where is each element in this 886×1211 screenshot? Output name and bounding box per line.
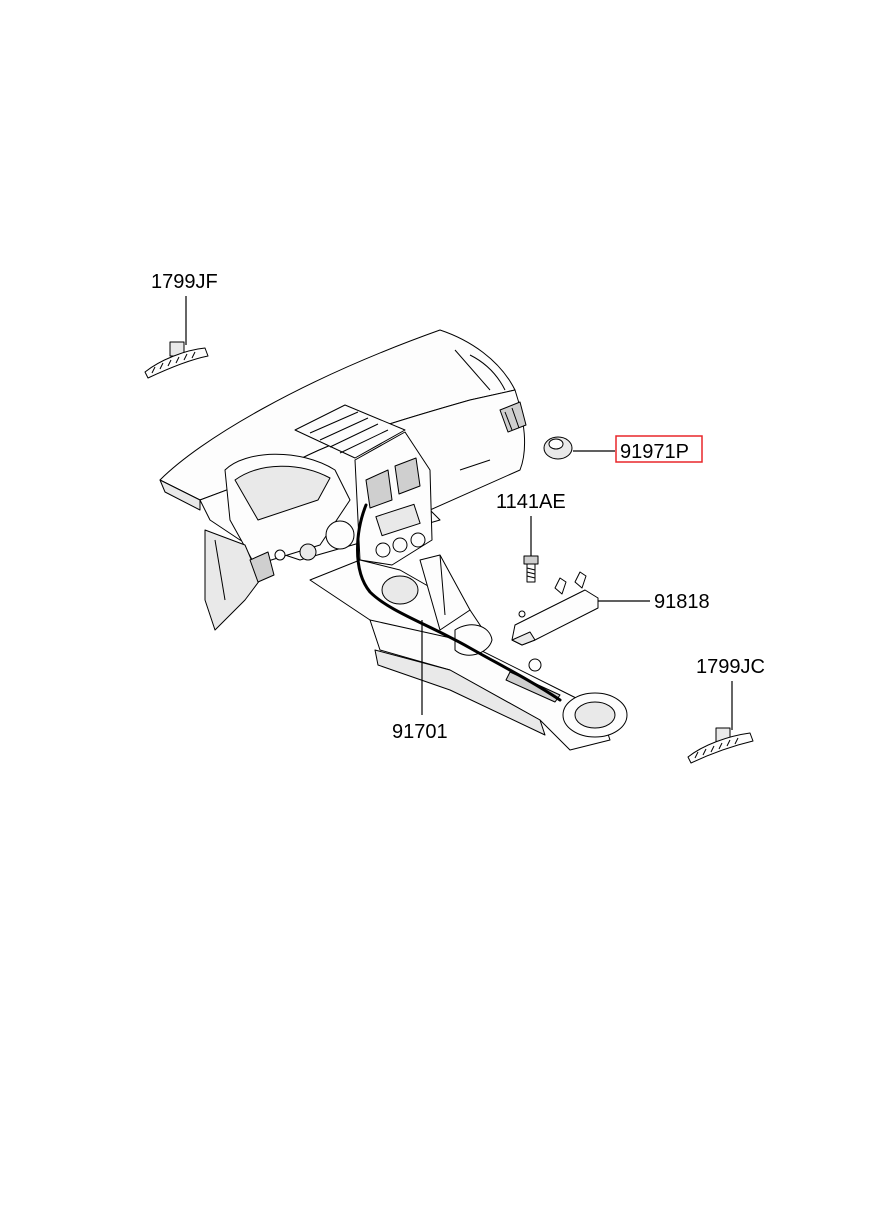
part-label-1141ae: 1141AE [496, 491, 566, 513]
part-1799jc[interactable]: 1799JC [687, 656, 765, 764]
part-91971p[interactable]: 91971P [543, 435, 703, 463]
dashboard-illustration [159, 329, 628, 751]
part-label-91818: 91818 [654, 591, 710, 613]
part-1799jf[interactable]: 1799JF [144, 271, 218, 379]
part-1141ae[interactable]: 1141AE [496, 491, 566, 583]
part-91818[interactable]: 91818 [511, 571, 710, 646]
highlight-box-91971p [615, 435, 703, 463]
part-label-1799jf: 1799JF [151, 271, 218, 293]
part-label-91701: 91701 [392, 721, 448, 743]
part-label-1799jc: 1799JC [696, 656, 765, 678]
grommet-icon [543, 436, 573, 460]
bolt-icon [523, 555, 539, 583]
cable-tie-icon [144, 341, 209, 379]
part-91701[interactable]: 91701 [392, 620, 448, 743]
part-label-91971p: 91971P [620, 441, 689, 463]
cable-tie-icon [687, 727, 754, 764]
bracket-icon [511, 571, 599, 646]
